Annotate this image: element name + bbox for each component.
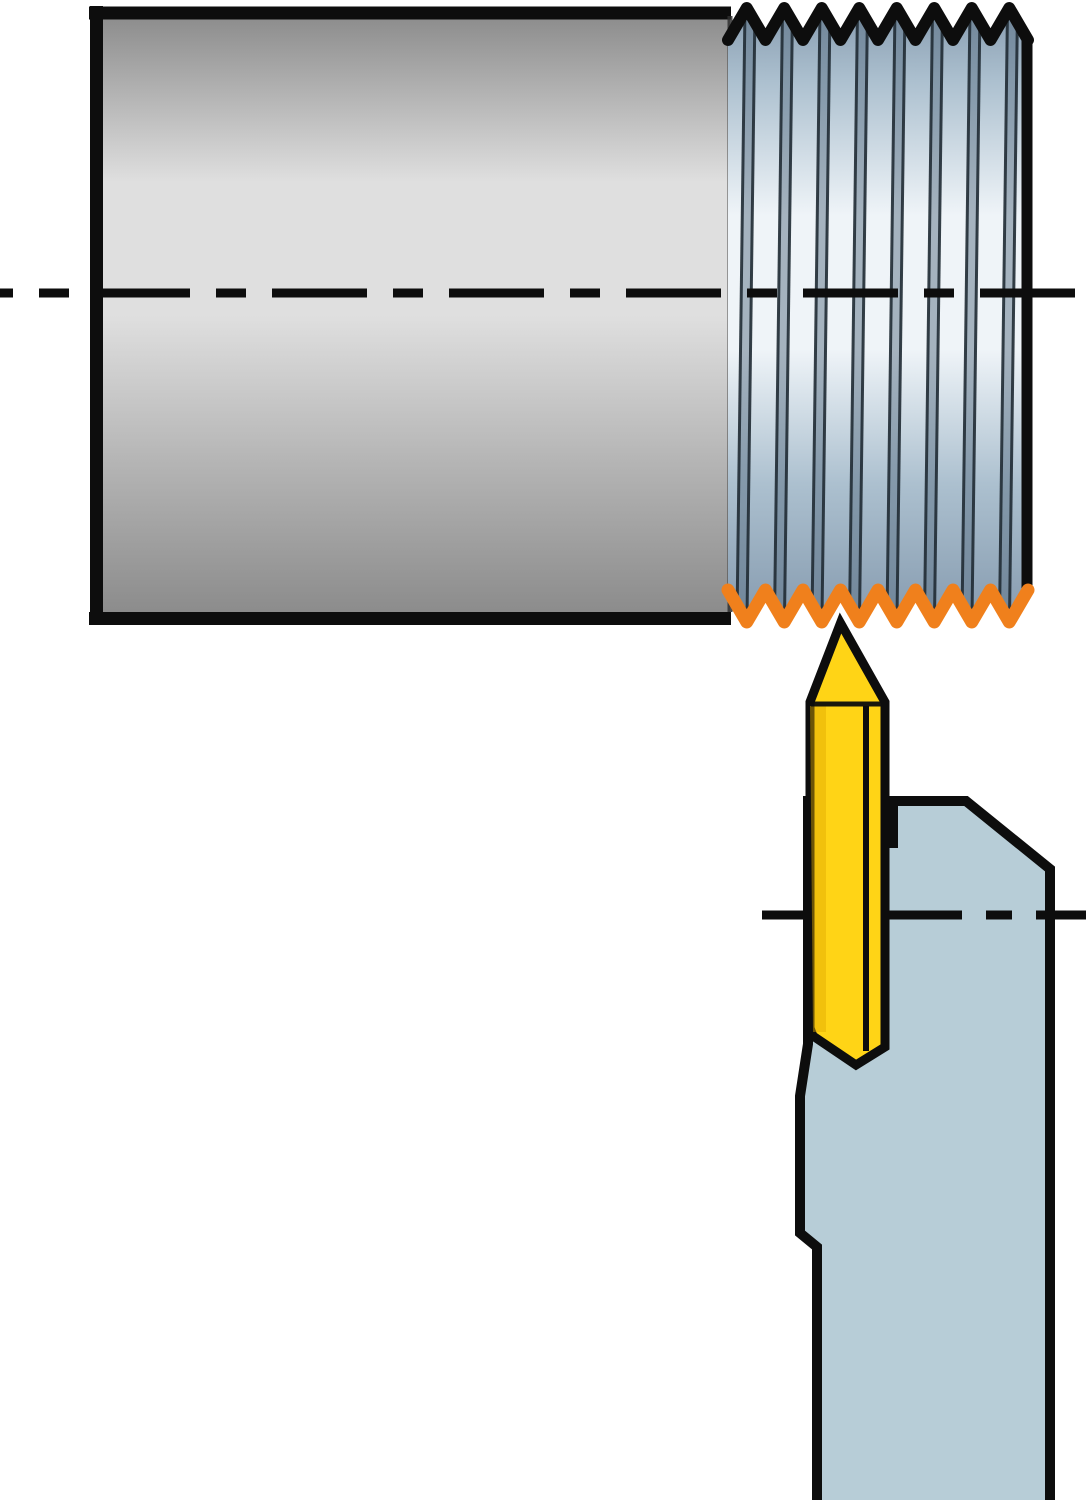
insert-left-shade — [810, 706, 826, 1032]
thread-crest-top-outline — [722, 2, 1034, 46]
threading-insert — [805, 612, 890, 1071]
workpiece-body — [96, 12, 730, 619]
thread-body — [728, 8, 1028, 622]
thread-profile-highlight — [721, 583, 1035, 629]
threaded-section — [721, 2, 1035, 629]
workpiece-cylinder — [89, 6, 733, 625]
